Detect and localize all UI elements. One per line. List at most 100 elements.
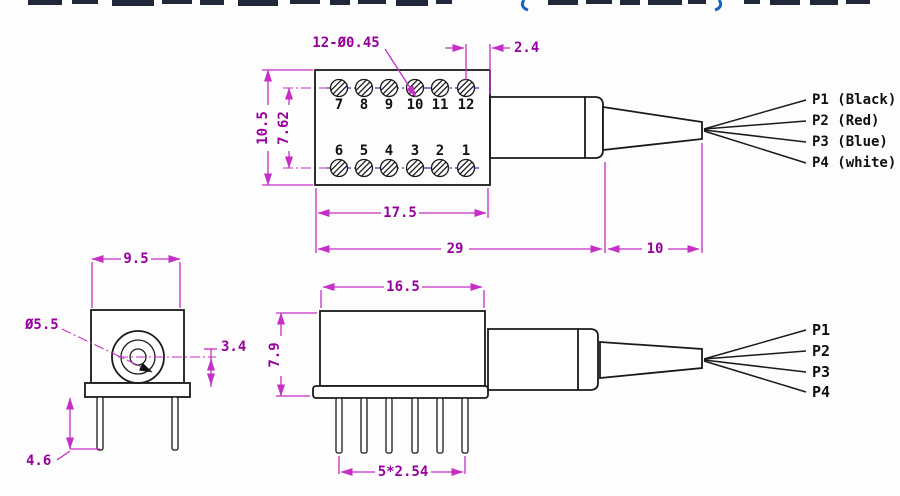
front-pin: [171, 396, 179, 451]
pin-number: 6: [335, 143, 343, 159]
svg-text:3.4: 3.4: [221, 339, 246, 355]
pin-number: 7: [335, 97, 343, 113]
dim-body-height: 10.5: [255, 69, 313, 186]
pin-marker: 2: [430, 143, 450, 178]
side-boot: [599, 341, 703, 379]
cropped-title-mark: [548, 0, 578, 5]
cropped-title-mark: [72, 0, 98, 4]
pin-number: 9: [385, 97, 393, 113]
dim-side-height: 7.9: [267, 312, 317, 397]
cropped-title-mark: [770, 0, 800, 5]
cropped-title-mark: [330, 0, 350, 5]
dim-pin-pitch: 5*2.54: [338, 456, 466, 480]
dim-port-offset: 3.4: [204, 339, 246, 387]
cropped-title-mark: [28, 0, 62, 5]
svg-text:7.62: 7.62: [276, 111, 292, 145]
wire-line: [703, 359, 807, 373]
cropped-title-mark: [436, 0, 452, 4]
front-view: 9.5 Ø5.5 3.4 4.6: [24, 251, 246, 469]
svg-text:9.5: 9.5: [123, 251, 148, 267]
pin-marker: 1: [456, 143, 476, 178]
svg-text:12-Ø0.45: 12-Ø0.45: [312, 35, 379, 51]
wire-line: [703, 360, 807, 393]
pin-marker: 5: [354, 143, 374, 178]
pin-marker: 6: [329, 143, 349, 178]
pin-marker: 3: [405, 143, 425, 178]
svg-text:Ø5.5: Ø5.5: [24, 317, 59, 333]
svg-text:4.6: 4.6: [26, 453, 51, 469]
wire-label-p3: P3 (Blue): [812, 134, 888, 150]
side-body: [319, 310, 486, 387]
pin-marker: 4: [379, 143, 399, 178]
pin-marker: 11: [430, 78, 450, 113]
wire-label-p2: P2 (Red): [812, 113, 879, 129]
cropped-title-mark: [162, 0, 192, 4]
cropped-title-mark: [744, 0, 760, 4]
cropped-title-mark: [200, 0, 224, 5]
pin-number: 1: [462, 143, 470, 159]
pin-number: 2: [436, 143, 444, 159]
cropped-title-mark: [290, 0, 320, 4]
side-pin: [335, 397, 343, 454]
front-body: [90, 309, 185, 384]
svg-text:7.9: 7.9: [267, 342, 283, 367]
svg-text:10.5: 10.5: [255, 111, 271, 145]
wire-label-p3: P3: [812, 363, 830, 381]
dim-pin-to-edge: 2.4: [445, 40, 539, 94]
side-pin-row: [335, 397, 469, 454]
boot: [602, 105, 703, 152]
cropped-title-mark: [810, 0, 838, 5]
pin-number: 11: [432, 97, 449, 113]
wire-line: [703, 350, 807, 360]
cropped-title-mark: [238, 0, 278, 6]
snout: [489, 96, 604, 159]
wire-label-p2: P2: [812, 342, 830, 360]
cropped-title-fragments: [28, 0, 870, 12]
side-pin: [360, 397, 368, 454]
svg-text:16.5: 16.5: [386, 279, 420, 295]
wire-label-p1: P1: [812, 321, 830, 339]
dim-pin-hole: 12-Ø0.45: [312, 35, 417, 98]
side-snout: [487, 328, 599, 391]
front-flange: [84, 382, 191, 398]
side-pin: [461, 397, 469, 454]
wire-line: [703, 130, 807, 164]
side-pin: [411, 397, 419, 454]
dim-side-width: 16.5: [320, 279, 485, 308]
cropped-title-mark: [620, 0, 640, 5]
wire-label-p1: P1 (Black): [812, 92, 896, 108]
dim-row-pitch: 7.62: [276, 87, 293, 169]
side-pin: [436, 397, 444, 454]
cropped-parenthesis-right: [714, 0, 723, 12]
side-view: P1 P2 P3 P4 16.5 7.9 5*2.54: [267, 279, 830, 480]
dim-front-width: 9.5: [91, 251, 181, 308]
svg-text:5*2.54: 5*2.54: [378, 464, 429, 480]
side-pin: [385, 397, 393, 454]
cropped-parenthesis-left: [520, 0, 529, 12]
side-flange: [312, 385, 489, 399]
cropped-title-mark: [586, 0, 612, 4]
top-view: P1 (Black) P2 (Red) P3 (Blue) P4 (white)…: [255, 35, 896, 257]
wire-line: [703, 99, 807, 130]
wire-label-p4: P4: [812, 383, 830, 401]
wire-line: [703, 129, 807, 143]
cropped-title-mark: [688, 0, 706, 4]
svg-text:17.5: 17.5: [383, 205, 417, 221]
wire-line: [703, 120, 807, 130]
wire-line: [703, 329, 807, 360]
pin-number: 4: [385, 143, 393, 159]
dim-port-diameter: Ø5.5: [24, 317, 153, 373]
cropped-title-mark: [846, 0, 870, 4]
dim-body-width: 17.5: [315, 188, 489, 253]
pin-number: 5: [360, 143, 368, 159]
dim-total-length: 29: [317, 162, 606, 257]
svg-text:10: 10: [647, 241, 664, 257]
front-pin: [96, 396, 104, 451]
dim-boot-length: 10: [607, 143, 703, 257]
pin-marker: 7: [329, 78, 349, 113]
cropped-title-mark: [358, 0, 386, 4]
pin-marker: 12: [456, 78, 476, 113]
cropped-title-mark: [396, 0, 428, 6]
